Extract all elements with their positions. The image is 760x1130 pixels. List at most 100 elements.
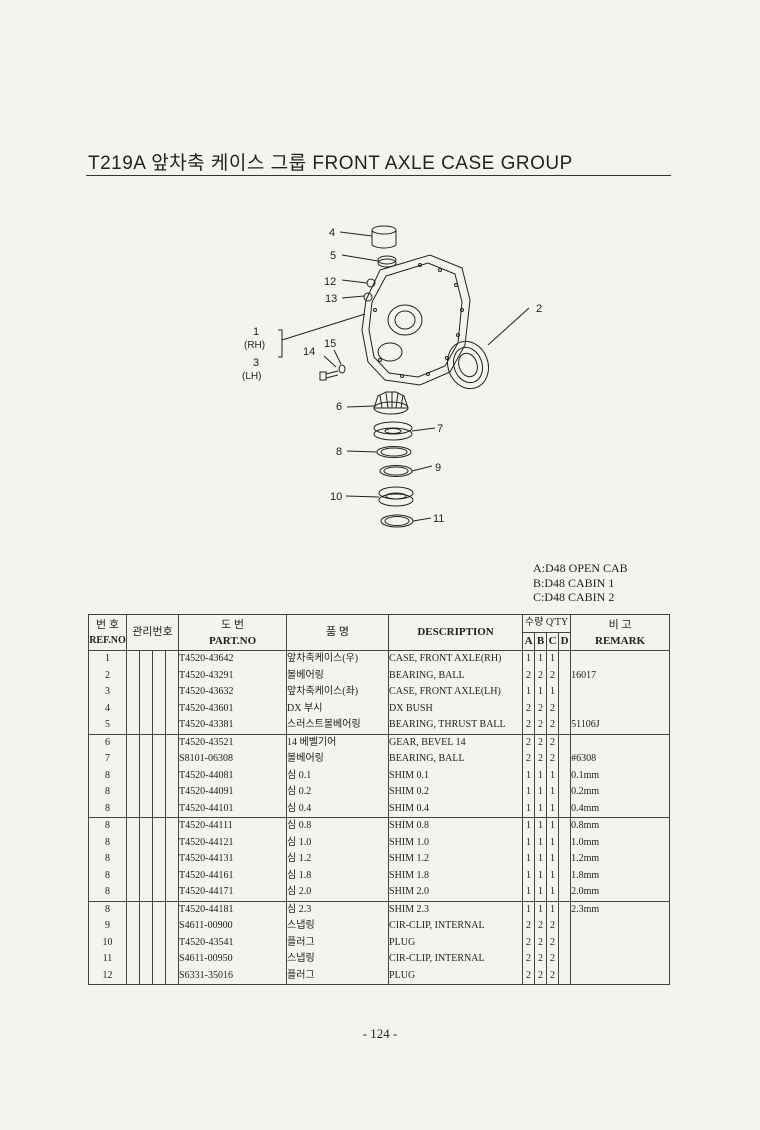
remark-cell: 1.0mm bbox=[570, 834, 671, 851]
plug-10-part bbox=[378, 486, 414, 507]
mgmt-cell bbox=[164, 918, 180, 935]
mgmt-cell bbox=[152, 650, 166, 668]
mgmt-cell bbox=[152, 918, 166, 935]
header-remark: 비 고 REMARK bbox=[570, 614, 671, 651]
qty-b-cell: 1 bbox=[534, 834, 548, 851]
mgmt-cell bbox=[139, 900, 153, 918]
part-number-cell: T4520-44121 bbox=[178, 834, 288, 851]
qty-a-cell: 2 bbox=[522, 934, 536, 951]
header-ref-kr: 번 호 bbox=[96, 618, 119, 631]
mgmt-cell bbox=[152, 951, 166, 968]
description-cell: SHIM 1.8 bbox=[388, 867, 524, 884]
qty-b-cell: 1 bbox=[534, 851, 548, 868]
qty-b-cell: 2 bbox=[534, 934, 548, 951]
part-number-cell: T4520-44091 bbox=[178, 784, 288, 801]
thrust-bearing-part bbox=[377, 255, 397, 268]
part-number-cell: T4520-43632 bbox=[178, 684, 288, 701]
qty-a-cell: 1 bbox=[522, 784, 536, 801]
callout-13: 13 bbox=[325, 293, 337, 305]
mgmt-cell bbox=[164, 667, 180, 684]
page-title: T219A 앞차축 케이스 그룹 FRONT AXLE CASE GROUP bbox=[88, 153, 573, 174]
qty-b-cell: 2 bbox=[534, 733, 548, 751]
korean-name-cell: 앞차축케이스(좌) bbox=[286, 684, 390, 701]
part-number-cell: T4520-43601 bbox=[178, 700, 288, 717]
ball-bearing-part bbox=[446, 340, 490, 390]
header-part-en: PART.NO bbox=[208, 634, 257, 647]
qty-c-cell: 2 bbox=[546, 918, 560, 935]
qty-b-cell: 2 bbox=[534, 918, 548, 935]
description-cell: CIR-CLIP, INTERNAL bbox=[388, 951, 524, 968]
legend-line: C:D48 CABIN 2 bbox=[533, 590, 615, 604]
korean-name-cell: 볼베어링 bbox=[286, 667, 390, 684]
qty-b-cell: 2 bbox=[534, 667, 548, 684]
header-qty-a: A bbox=[522, 632, 536, 651]
mgmt-cell bbox=[139, 951, 153, 968]
title-divider bbox=[86, 175, 671, 176]
callout-8: 8 bbox=[336, 446, 342, 458]
mgmt-cell bbox=[126, 884, 140, 901]
exploded-parts-diagram: 4 5 12 13 1 (RH) 3 (LH) 14 15 2 6 7 8 9 … bbox=[242, 225, 542, 528]
remark-cell bbox=[570, 684, 671, 701]
qty-d-cell bbox=[558, 951, 572, 968]
part-number-cell: S4611-00900 bbox=[178, 918, 288, 935]
qty-d-cell bbox=[558, 784, 572, 801]
ref-cell: 5 bbox=[88, 717, 127, 734]
description-cell: SHIM 0.2 bbox=[388, 784, 524, 801]
mgmt-cell bbox=[152, 900, 166, 918]
ref-cell: 8 bbox=[88, 817, 127, 835]
qty-b-cell: 2 bbox=[534, 751, 548, 768]
qty-c-cell: 1 bbox=[546, 851, 560, 868]
mgmt-cell bbox=[126, 650, 140, 668]
header-description: DESCRIPTION bbox=[388, 614, 524, 651]
plug-part bbox=[363, 278, 376, 302]
mgmt-cell bbox=[164, 967, 180, 985]
header-qty-c: C bbox=[546, 632, 560, 651]
part-number-cell: T4520-43541 bbox=[178, 934, 288, 951]
circlip-11-part bbox=[380, 514, 414, 528]
qty-b-cell: 2 bbox=[534, 951, 548, 968]
qty-c-cell: 1 bbox=[546, 784, 560, 801]
mgmt-cell bbox=[152, 867, 166, 884]
korean-name-cell: DX 부시 bbox=[286, 700, 390, 717]
callout-14: 14 bbox=[303, 346, 315, 358]
qty-d-cell bbox=[558, 934, 572, 951]
parts-table: 번 호 REF.NO 관리번호 도 번 PART.NO 품 명 DESCRIPT… bbox=[88, 614, 671, 985]
qty-d-cell bbox=[558, 834, 572, 851]
remark-cell bbox=[570, 650, 671, 668]
part-number-cell: T4520-44101 bbox=[178, 800, 288, 818]
qty-a-cell: 1 bbox=[522, 800, 536, 818]
qty-c-cell: 1 bbox=[546, 650, 560, 668]
mgmt-cell bbox=[126, 851, 140, 868]
qty-d-cell bbox=[558, 900, 572, 918]
mgmt-cell bbox=[164, 700, 180, 717]
qty-c-cell: 1 bbox=[546, 817, 560, 835]
part-number-cell: S4611-00950 bbox=[178, 951, 288, 968]
korean-name-cell: 심 0.1 bbox=[286, 767, 390, 784]
mgmt-cell bbox=[164, 951, 180, 968]
ref-cell: 1 bbox=[88, 650, 127, 668]
qty-a-cell: 1 bbox=[522, 817, 536, 835]
ref-cell: 2 bbox=[88, 667, 127, 684]
qty-b-cell: 1 bbox=[534, 684, 548, 701]
mgmt-cell bbox=[126, 717, 140, 734]
circlip-9-part bbox=[379, 465, 413, 477]
korean-name-cell: 플러그 bbox=[286, 967, 390, 985]
qty-d-cell bbox=[558, 867, 572, 884]
remark-cell: 51106J bbox=[570, 717, 671, 734]
remark-cell bbox=[570, 934, 671, 951]
part-number-cell: T4520-44111 bbox=[178, 817, 288, 835]
ref-cell: 3 bbox=[88, 684, 127, 701]
ref-cell: 8 bbox=[88, 784, 127, 801]
part-number-cell: S8101-06308 bbox=[178, 751, 288, 768]
qty-a-cell: 1 bbox=[522, 900, 536, 918]
qty-a-cell: 2 bbox=[522, 700, 536, 717]
qty-a-cell: 2 bbox=[522, 717, 536, 734]
ref-cell: 8 bbox=[88, 851, 127, 868]
mgmt-cell bbox=[139, 817, 153, 835]
